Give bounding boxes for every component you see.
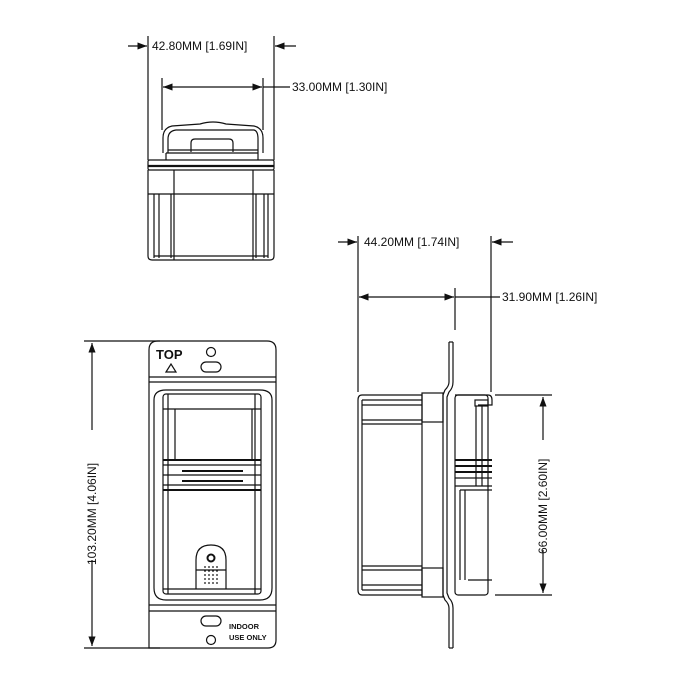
dim-front-overall-height: 103.20MM [4.06IN] [85,463,99,565]
dim-side-body-height: 66.00MM [2.60IN] [536,459,550,554]
dim-top-overall-width: 42.80MM [1.69IN] [152,39,247,53]
dim-side-overall-depth: 44.20MM [1.74IN] [364,235,459,249]
top-view [128,36,296,261]
indoor-label-line1: INDOOR [229,622,260,631]
front-view [84,340,277,649]
top-label: TOP [156,347,183,362]
indoor-label-line2: USE ONLY [229,633,267,642]
dim-top-lens-width: 33.00MM [1.30IN] [292,80,387,94]
button-grille-dots [204,566,218,584]
dim-side-body-depth: 31.90MM [1.26IN] [502,290,597,304]
side-view [338,236,552,649]
